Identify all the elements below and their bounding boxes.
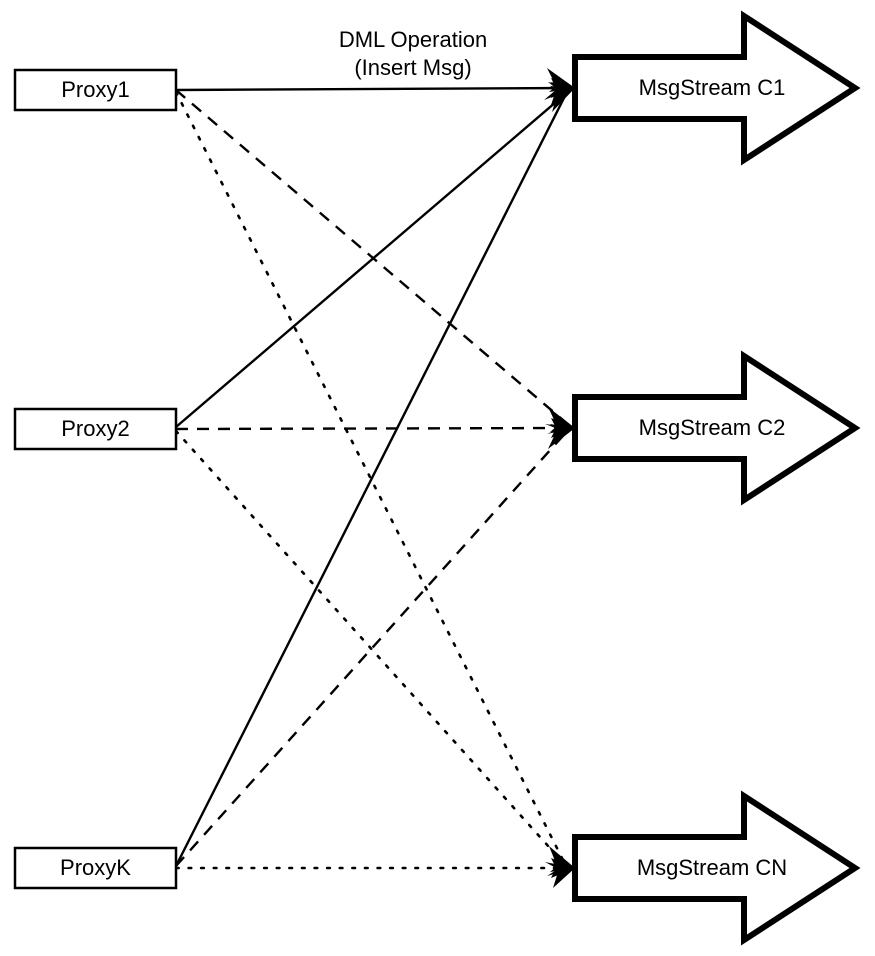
arrowhead-layer [544, 68, 575, 888]
msgstream-c1-arrow-shape[interactable] [572, 10, 861, 166]
msgstream-c2-arrow-shape[interactable] [572, 350, 861, 506]
stream-node-c2[interactable]: MsgStream C2 [572, 350, 861, 506]
link-proxy2-to-c1 [175, 89, 571, 428]
proxy-node-proxyk[interactable]: ProxyK [13, 846, 178, 890]
link-proxy1-to-c1 [175, 86, 573, 92]
proxyk-box[interactable] [13, 846, 178, 890]
arrowhead-cn [545, 846, 575, 888]
stream-node-cn[interactable]: MsgStream CN [572, 790, 861, 946]
link-proxy2-to-c2 [175, 426, 573, 431]
proxy2-box[interactable] [13, 407, 178, 451]
msgstream-cn-arrow-shape[interactable] [572, 790, 861, 946]
proxy2-label: Proxy2 [61, 416, 129, 441]
proxy1-label: Proxy1 [61, 77, 129, 102]
link-proxy2-to-cn [174, 429, 568, 868]
arrowhead-c1 [544, 68, 575, 112]
proxy-node-proxy1[interactable]: Proxy1 [13, 68, 178, 112]
proxyk-label: ProxyK [60, 855, 131, 880]
annotation-line-1: DML Operation [339, 27, 487, 52]
edge-annotation-dml: DML Operation (Insert Msg) [339, 27, 487, 80]
edge-layer [174, 86, 574, 870]
link-proxyK-to-c1 [174, 89, 570, 867]
proxy-node-proxy2[interactable]: Proxy2 [13, 407, 178, 451]
arrowhead-c2 [545, 407, 575, 449]
link-proxyK-to-c2 [175, 427, 571, 867]
stream-node-c1[interactable]: MsgStream C1 [572, 10, 861, 166]
msgstream-c1-label: MsgStream C1 [639, 75, 786, 100]
msgstream-c2-label: MsgStream C2 [639, 415, 786, 440]
proxy1-box[interactable] [13, 68, 178, 112]
annotation-line-2: (Insert Msg) [354, 55, 471, 80]
msgstream-cn-label: MsgStream CN [637, 855, 787, 880]
